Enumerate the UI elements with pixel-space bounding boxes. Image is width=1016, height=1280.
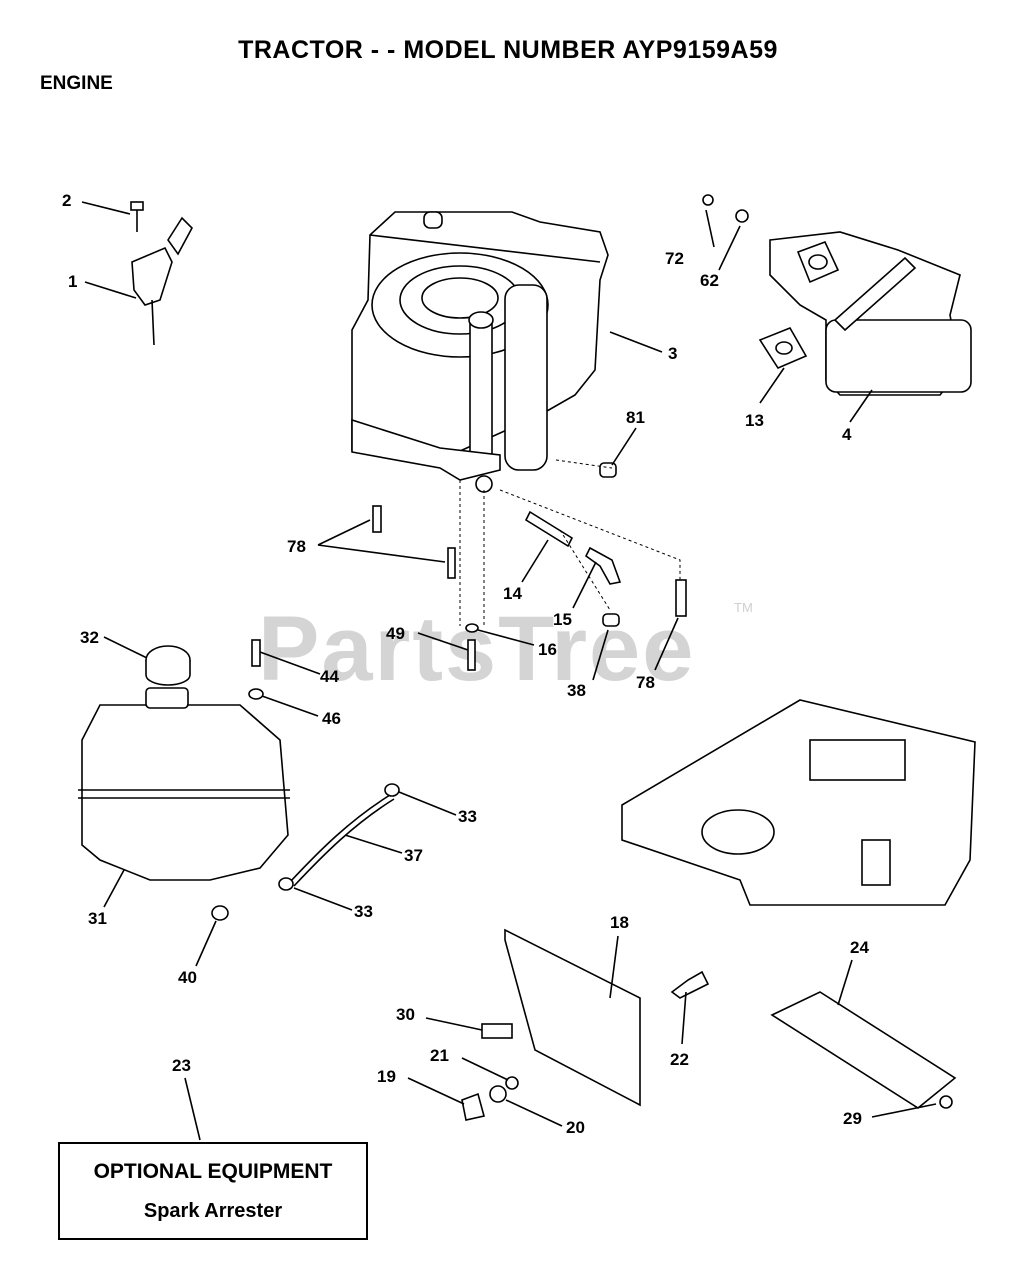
callout-49[interactable]: 49 [386, 624, 405, 643]
callout-1[interactable]: 1 [68, 272, 77, 291]
callout-14[interactable]: 14 [503, 584, 522, 603]
callout-46[interactable]: 46 [322, 709, 341, 728]
callout-78a[interactable]: 78 [287, 537, 306, 556]
callout-22[interactable]: 22 [670, 1050, 689, 1069]
callout-21[interactable]: 21 [430, 1046, 449, 1065]
callout-23[interactable]: 24 [850, 938, 869, 957]
frame-part[interactable] [621, 699, 976, 906]
muffler-part[interactable] [702, 194, 972, 396]
callout-40[interactable]: 40 [178, 968, 197, 987]
leader-lines [81, 201, 937, 1141]
callout-81[interactable]: 81 [626, 408, 645, 427]
optional-equipment-item[interactable]: Spark Arrester [143, 1200, 283, 1222]
callout-3[interactable]: 3 [668, 344, 677, 363]
optional-equipment-box: OPTIONAL EQUIPMENT Spark Arrester [58, 1142, 368, 1240]
callout-4[interactable]: 4 [842, 425, 852, 444]
engine-fasteners[interactable] [372, 459, 687, 671]
callout-37[interactable]: 37 [404, 846, 423, 865]
callout-13[interactable]: 13 [745, 411, 764, 430]
section-title: ENGINE [40, 73, 113, 94]
throttle-control-part[interactable] [130, 201, 193, 346]
callout-32[interactable]: 32 [80, 628, 99, 647]
page-title: TRACTOR - - MODEL NUMBER AYP9159A59 [238, 36, 778, 64]
optional-equipment-heading: OPTIONAL EQUIPMENT [93, 1160, 333, 1183]
callout-29[interactable]: 23 [172, 1056, 191, 1075]
callout-72[interactable]: 72 [665, 249, 684, 268]
heat-shield-part[interactable] [461, 928, 710, 1121]
callout-16[interactable]: 16 [538, 640, 557, 659]
fuel-line-part[interactable] [211, 639, 400, 921]
callout-33a[interactable]: 33 [458, 807, 477, 826]
callout-33b[interactable]: 33 [354, 902, 373, 921]
callout-24[interactable]: 29 [843, 1109, 862, 1128]
callout-15[interactable]: 15 [553, 610, 572, 629]
watermark-tm: TM [734, 600, 753, 615]
callout-18[interactable]: 18 [610, 913, 629, 932]
callout-78b[interactable]: 78 [636, 673, 655, 692]
callout-2[interactable]: 2 [62, 191, 71, 210]
engine-part[interactable] [351, 211, 609, 493]
callout-38[interactable]: 38 [567, 681, 586, 700]
callout-30[interactable]: 30 [396, 1005, 415, 1024]
bracket-part[interactable] [770, 991, 957, 1109]
callout-19[interactable]: 19 [377, 1067, 396, 1086]
fuel-tank-part[interactable] [78, 645, 290, 881]
callout-20[interactable]: 20 [566, 1118, 585, 1137]
callout-62[interactable]: 62 [700, 271, 719, 290]
callout-44[interactable]: 44 [320, 667, 339, 686]
callout-31[interactable]: 31 [88, 909, 107, 928]
